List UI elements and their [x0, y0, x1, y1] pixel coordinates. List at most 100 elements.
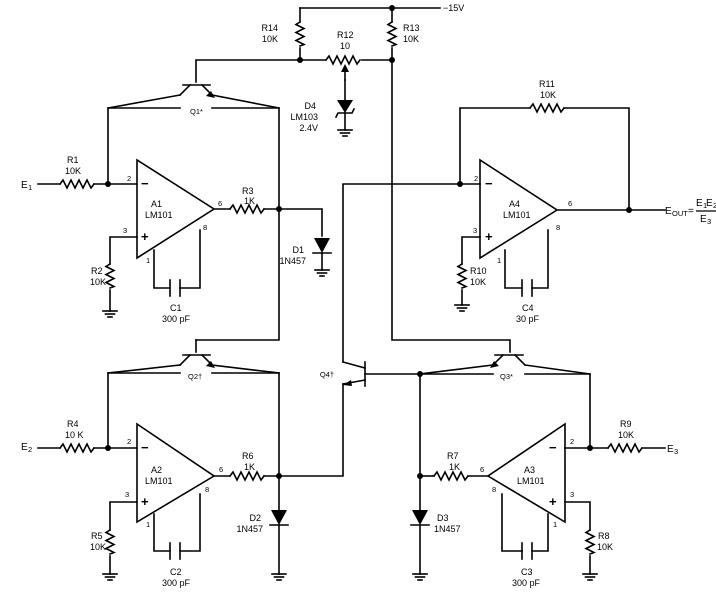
svg-text:1: 1 — [497, 256, 501, 265]
opamp-a4 — [479, 158, 559, 260]
r11-name: R11 — [539, 79, 555, 89]
r6-resistor — [228, 470, 266, 482]
r7-resistor — [432, 470, 470, 482]
c4-value: 30 pF — [516, 314, 540, 324]
svg-text:8: 8 — [492, 485, 496, 494]
a3-name: A3 — [524, 465, 535, 475]
r8-name: R8 — [598, 531, 610, 541]
svg-text:1: 1 — [28, 183, 32, 192]
r9-name: R9 — [620, 419, 632, 429]
d3-name: D3 — [437, 513, 449, 523]
r12-potentiometer — [324, 54, 362, 66]
c3-name: C3 — [521, 567, 533, 577]
d1-name: D1 — [292, 245, 304, 255]
d4-name: D4 — [304, 101, 316, 111]
r5-value: 10K — [90, 542, 106, 552]
a2-part: LM101 — [145, 476, 173, 486]
r10-value: 10K — [470, 277, 486, 287]
r6-value: 1K — [244, 462, 255, 472]
e3-label: E — [667, 444, 674, 455]
eout-numerator: E — [696, 198, 703, 209]
a1-name: A1 — [151, 199, 162, 209]
svg-text:1: 1 — [703, 201, 707, 210]
svg-text:8: 8 — [203, 223, 207, 232]
opamp-a2 — [136, 422, 216, 524]
r14-value: 10K — [262, 34, 278, 44]
svg-text:3: 3 — [123, 226, 127, 235]
r13-name: R13 — [403, 23, 420, 33]
r11-resistor — [528, 102, 566, 114]
supply-rail: −15V — [299, 3, 464, 61]
r13-value: 10K — [403, 34, 419, 44]
svg-text:3: 3 — [570, 490, 574, 499]
svg-text:+: + — [141, 494, 149, 509]
d2-name: D2 — [249, 513, 261, 523]
svg-text:3: 3 — [707, 217, 711, 226]
d2-value: 1N457 — [236, 524, 263, 534]
svg-text:−: − — [549, 440, 557, 455]
q2-label: Q2† — [188, 372, 202, 381]
r1-value: 10K — [65, 166, 81, 176]
svg-text:2: 2 — [474, 174, 478, 183]
e1-label: E — [21, 180, 28, 191]
q4-label: Q4† — [320, 370, 334, 379]
svg-text:2: 2 — [28, 445, 32, 454]
d1-diode — [314, 238, 330, 253]
r4-name: R4 — [67, 419, 79, 429]
svg-text:1: 1 — [146, 256, 150, 265]
svg-text:+: + — [141, 229, 149, 244]
q1-label: Q1* — [190, 107, 203, 116]
a1-part: LM101 — [145, 210, 173, 220]
r11-value: 10K — [540, 90, 556, 100]
c3-value: 300 pF — [512, 578, 541, 588]
r14-name: R14 — [261, 23, 278, 33]
svg-text:=: = — [688, 206, 694, 217]
c1-value: 300 pF — [162, 314, 191, 324]
r1-resistor — [58, 178, 96, 190]
svg-text:+: + — [549, 494, 557, 509]
r2-value: 10K — [90, 277, 106, 287]
svg-text:3: 3 — [473, 226, 477, 235]
svg-text:8: 8 — [556, 223, 560, 232]
svg-text:2: 2 — [713, 201, 716, 210]
svg-text:6: 6 — [219, 465, 223, 474]
svg-text:1: 1 — [146, 520, 150, 529]
d4-value: LM103 — [290, 112, 318, 122]
d4-zener — [337, 100, 353, 113]
r6-name: R6 — [242, 451, 254, 461]
r12-name: R12 — [337, 30, 354, 40]
r1-name: R1 — [67, 155, 79, 165]
svg-text:6: 6 — [218, 199, 222, 208]
eout-label: E — [665, 206, 672, 217]
svg-text:E: E — [706, 198, 713, 209]
a2-name: A2 — [151, 465, 162, 475]
r2-name: R2 — [91, 266, 103, 276]
c2-value: 300 pF — [162, 578, 191, 588]
d3-diode — [412, 510, 428, 525]
c4-name: C4 — [522, 303, 534, 313]
opamp-a3 — [486, 422, 566, 524]
svg-text:OUT: OUT — [672, 209, 688, 218]
supply-label: −15V — [443, 3, 464, 13]
svg-text:8: 8 — [205, 485, 209, 494]
svg-text:−: − — [141, 440, 149, 455]
r10-name: R10 — [470, 266, 487, 276]
r7-name: R7 — [447, 451, 459, 461]
d3-value: 1N457 — [434, 524, 461, 534]
d4-voltage: 2.4V — [299, 123, 318, 133]
svg-text:6: 6 — [568, 199, 572, 208]
svg-text:1: 1 — [553, 520, 557, 529]
r4-value: 10 K — [65, 430, 84, 440]
r5-resistor — [104, 528, 116, 556]
opamp-a1 — [136, 158, 216, 260]
svg-text:2: 2 — [127, 437, 131, 446]
r9-resistor — [606, 442, 644, 454]
r5-name: R5 — [91, 531, 103, 541]
c1-name: C1 — [170, 303, 182, 313]
svg-text:2: 2 — [127, 174, 131, 183]
r3-name: R3 — [242, 186, 254, 196]
svg-text:−: − — [485, 176, 493, 191]
r13-resistor — [386, 20, 398, 48]
d2-diode — [271, 510, 287, 525]
